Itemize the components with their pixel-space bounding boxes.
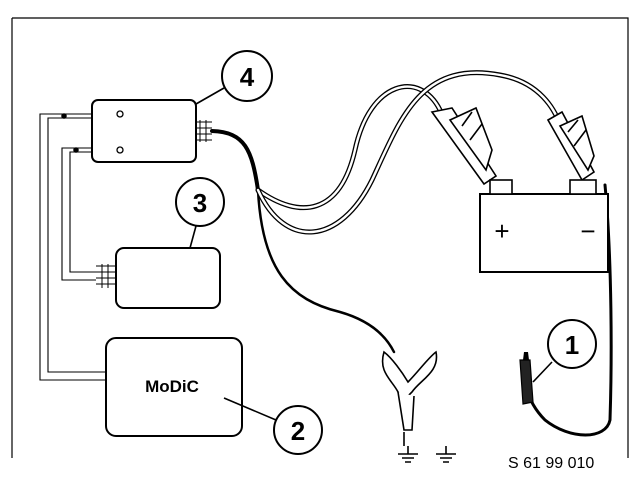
- callout-3-label: 3: [193, 188, 207, 218]
- ground-symbol-left: [398, 446, 418, 463]
- device-4: [91, 99, 212, 163]
- main-cables: [210, 70, 613, 437]
- ground-clamp: [381, 350, 438, 446]
- battery-minus-sign: −: [580, 216, 595, 246]
- signal-wires: [39, 113, 108, 381]
- callout-2: 2: [223, 397, 323, 455]
- modic-label: MoDiC: [145, 377, 199, 396]
- battery-plus-sign: +: [494, 216, 509, 246]
- callout-4: 4: [195, 50, 273, 105]
- probe: [519, 352, 534, 405]
- device-3: [96, 247, 221, 309]
- callout-1: 1: [532, 319, 597, 383]
- callout-4-label: 4: [240, 62, 255, 92]
- minus-clamp: [546, 110, 596, 182]
- plus-clamp: [430, 106, 498, 186]
- figure-frame: [12, 17, 629, 458]
- figure-code: S 61 99 010: [508, 455, 594, 472]
- callout-1-label: 1: [565, 330, 579, 360]
- modic-unit: MoDiC: [105, 337, 243, 437]
- battery: + −: [479, 179, 609, 273]
- callout-2-label: 2: [291, 416, 305, 446]
- callout-3: 3: [175, 177, 225, 249]
- ground-symbol-right: [436, 446, 456, 463]
